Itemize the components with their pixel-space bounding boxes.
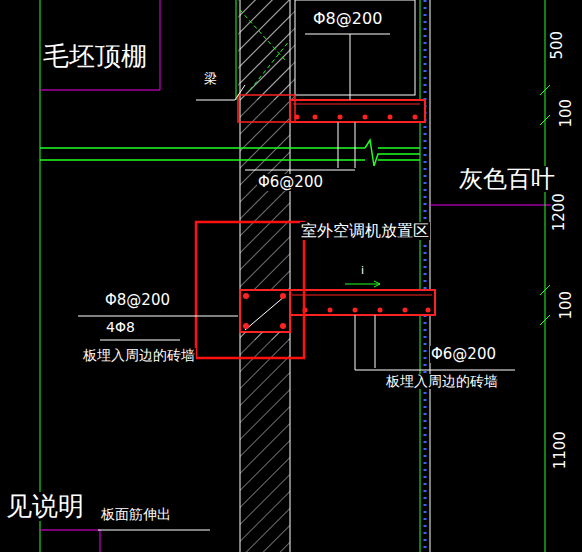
note: 灰色百叶	[458, 166, 556, 192]
dimension: 100	[558, 290, 575, 321]
rebar: 4Φ8	[105, 320, 136, 335]
slope: i	[360, 265, 365, 277]
rebar: Φ8@200	[312, 10, 383, 28]
dimension: 100	[558, 98, 575, 129]
note: 板埋入周边的砖墙	[82, 348, 196, 363]
dimension: 1200	[551, 192, 568, 232]
rebar: Φ8@200	[104, 292, 171, 309]
dimension: 1100	[552, 430, 569, 470]
note: 毛坯顶棚	[42, 42, 148, 71]
rebar: Φ6@200	[430, 346, 497, 363]
dimension: 500	[549, 30, 566, 61]
rebar: Φ6@200	[257, 174, 324, 191]
callout: 梁	[203, 72, 218, 86]
note: 见说明	[5, 492, 85, 521]
area-label: 室外空调机放置区	[300, 222, 430, 240]
note: 板埋入周边的砖墙	[385, 374, 499, 389]
note: 板面筋伸出	[100, 507, 172, 522]
